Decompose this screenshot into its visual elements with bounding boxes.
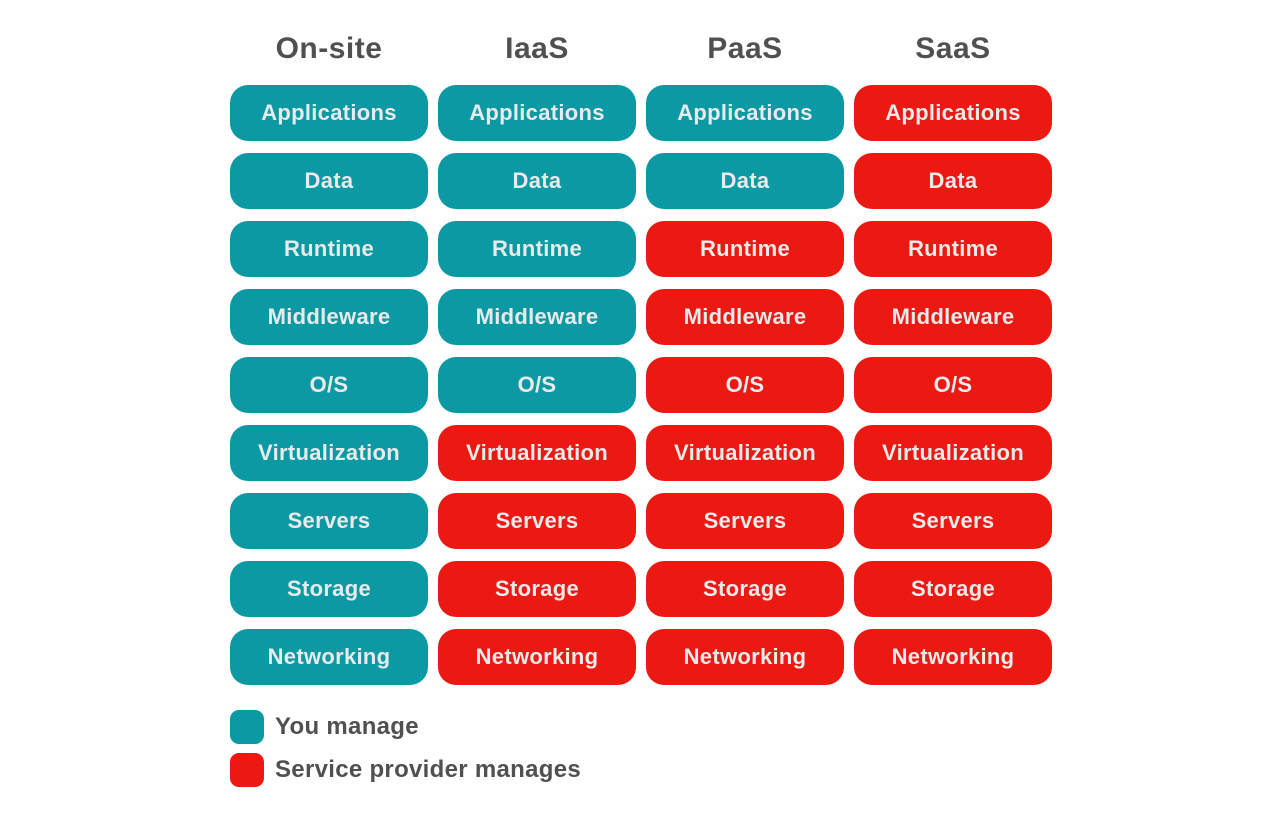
layer-pill-saas-o-s: O/S [854,357,1052,413]
layer-pill-saas-servers: Servers [854,493,1052,549]
layer-pill-saas-networking: Networking [854,629,1052,685]
legend: You manage Service provider manages [230,710,581,787]
layer-pill-on-site-o-s: O/S [230,357,428,413]
column-header: SaaS [915,31,991,65]
layer-pill-paas-applications: Applications [646,85,844,141]
layer-pill-paas-servers: Servers [646,493,844,549]
layer-pill-on-site-networking: Networking [230,629,428,685]
layer-pill-saas-storage: Storage [854,561,1052,617]
layer-pill-saas-applications: Applications [854,85,1052,141]
layer-pill-paas-networking: Networking [646,629,844,685]
layer-pill-iaas-virtualization: Virtualization [438,425,636,481]
layer-pill-saas-virtualization: Virtualization [854,425,1052,481]
column-header: IaaS [505,31,569,65]
legend-swatch [230,753,264,787]
layer-pill-iaas-runtime: Runtime [438,221,636,277]
layer-pill-iaas-middleware: Middleware [438,289,636,345]
legend-row: You manage [230,710,581,744]
layer-pill-iaas-data: Data [438,153,636,209]
layer-pill-iaas-networking: Networking [438,629,636,685]
layer-pill-saas-middleware: Middleware [854,289,1052,345]
layer-pill-on-site-applications: Applications [230,85,428,141]
legend-label: Service provider manages [275,756,582,783]
layer-pill-on-site-runtime: Runtime [230,221,428,277]
legend-label: You manage [275,713,419,740]
layer-pill-paas-storage: Storage [646,561,844,617]
layer-pill-saas-runtime: Runtime [854,221,1052,277]
layer-pill-iaas-o-s: O/S [438,357,636,413]
legend-row: Service provider manages [230,753,581,787]
layer-pill-iaas-applications: Applications [438,85,636,141]
layer-pill-on-site-middleware: Middleware [230,289,428,345]
column-header: PaaS [707,31,783,65]
layer-pill-paas-data: Data [646,153,844,209]
layer-pill-iaas-servers: Servers [438,493,636,549]
layer-pill-on-site-storage: Storage [230,561,428,617]
layer-pill-saas-data: Data [854,153,1052,209]
layer-pill-paas-runtime: Runtime [646,221,844,277]
layer-pill-on-site-servers: Servers [230,493,428,549]
layer-pill-on-site-data: Data [230,153,428,209]
layer-pill-paas-middleware: Middleware [646,289,844,345]
layer-pill-paas-o-s: O/S [646,357,844,413]
layer-pill-paas-virtualization: Virtualization [646,425,844,481]
layer-pill-on-site-virtualization: Virtualization [230,425,428,481]
column-header: On-site [275,31,383,65]
layer-pill-iaas-storage: Storage [438,561,636,617]
legend-swatch [230,710,264,744]
